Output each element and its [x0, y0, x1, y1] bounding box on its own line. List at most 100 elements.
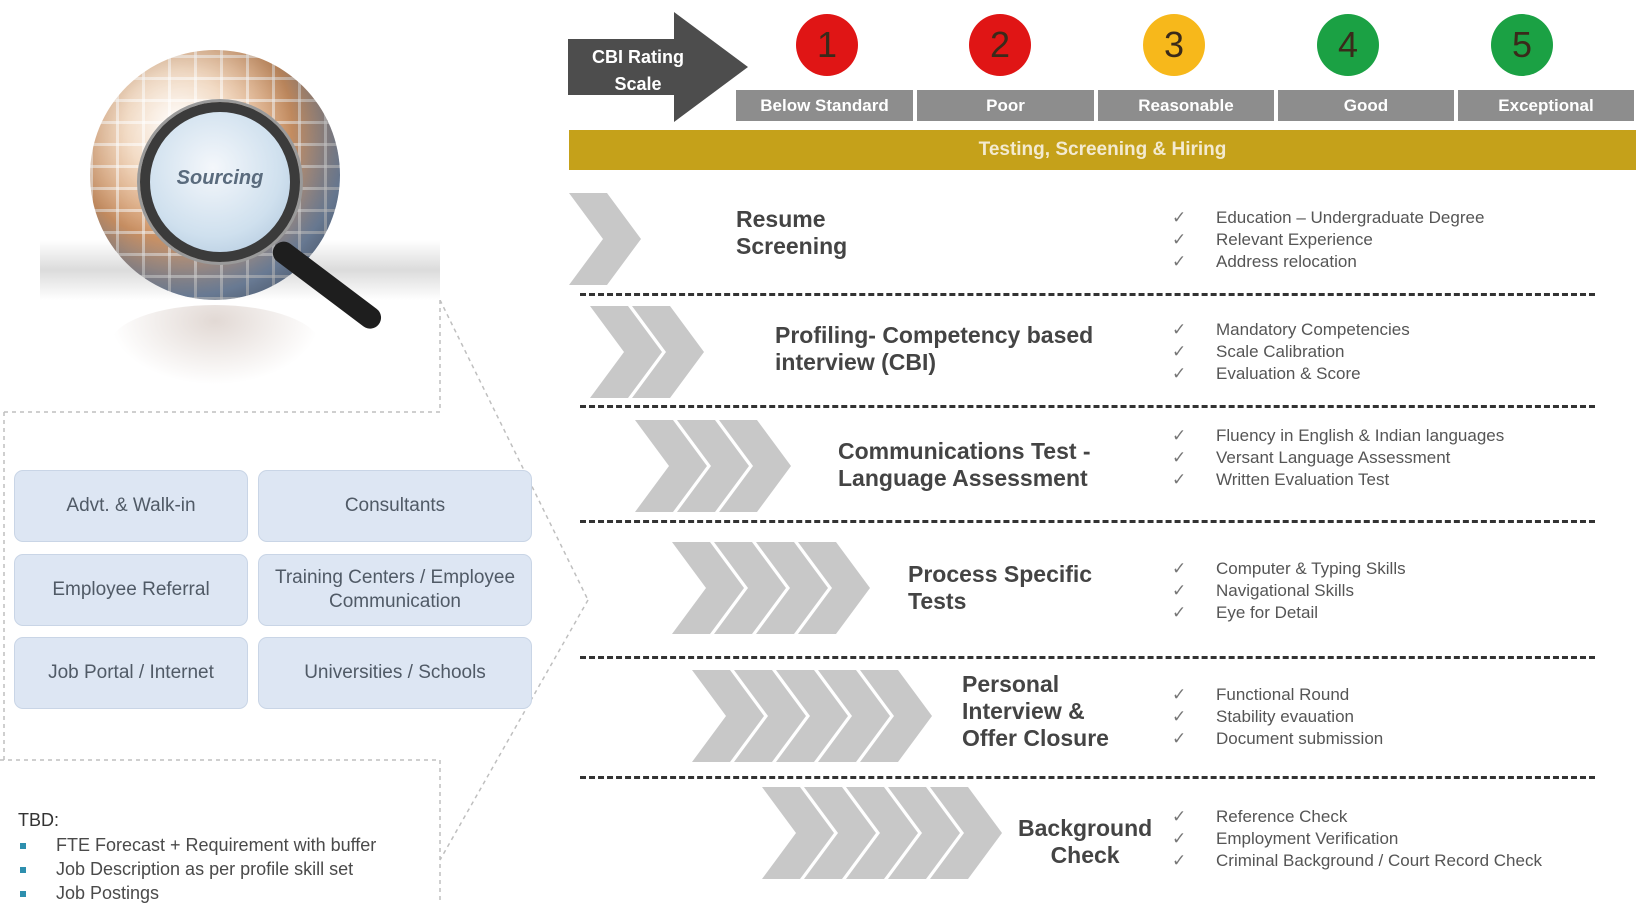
check-item: ✓Eye for Detail	[1172, 602, 1406, 624]
check-item-text: Written Evaluation Test	[1216, 470, 1390, 489]
check-item: ✓Reference Check	[1172, 806, 1542, 828]
step-divider	[580, 656, 1595, 659]
step-title-line: Check	[1050, 842, 1120, 868]
bullet-icon	[20, 843, 26, 850]
scale-arrow-icon	[568, 12, 748, 122]
funnel-outline	[0, 300, 589, 900]
step-title-personal-interview: Personal Interview & Offer Closure	[962, 671, 1109, 752]
rating-scale-label-line2: Scale	[614, 74, 662, 94]
check-item-text: Stability evauation	[1216, 707, 1354, 726]
source-job-portal: Job Portal / Internet	[14, 637, 248, 709]
sourcing-label: Sourcing	[176, 167, 264, 189]
check-item-text: Fluency in English & Indian languages	[1216, 426, 1505, 445]
step-checklist: ✓Education – Undergraduate Degree ✓Relev…	[1172, 207, 1484, 273]
step-title-line: Background	[1018, 815, 1153, 841]
step-title-line: Personal	[962, 671, 1060, 697]
chevron-group-icon	[762, 787, 1002, 879]
source-training-centers: Training Centers / Employee Communicatio…	[258, 554, 532, 626]
checkmark-icon: ✓	[1172, 252, 1187, 271]
step-checklist: ✓Computer & Typing Skills ✓ Navigational …	[1172, 558, 1406, 624]
check-item: ✓ Written Evaluation Test	[1172, 469, 1504, 491]
magnifier-icon: Sourcing	[140, 102, 300, 262]
chevron-group-icon	[635, 420, 791, 512]
rating-label-reasonable: Reasonable	[1098, 90, 1274, 121]
checkmark-icon: ✓	[1172, 364, 1187, 383]
step-checklist: ✓Mandatory Competencies ✓Scale Calibrati…	[1172, 319, 1410, 385]
check-item: ✓Education – Undergraduate Degree	[1172, 207, 1484, 229]
checkmark-icon: ✓	[1172, 426, 1187, 445]
step-checklist: ✓Reference Check ✓Employment Verificatio…	[1172, 806, 1542, 872]
step-title-line: Communications Test -	[838, 438, 1091, 464]
check-item-text: Navigational Skills	[1216, 581, 1354, 600]
step-title-line: Process Specific	[908, 561, 1093, 587]
source-employee-referral: Employee Referral	[14, 554, 248, 626]
check-item: ✓Scale Calibration	[1172, 341, 1410, 363]
check-item: ✓Relevant Experience	[1172, 229, 1484, 251]
rating-circle-4: 4	[1317, 14, 1379, 76]
bullet-icon	[20, 891, 26, 898]
checkmark-icon: ✓	[1172, 581, 1187, 600]
sourcing-graphic: Sourcing	[40, 40, 440, 385]
check-item: ✓ Stability evauation	[1172, 706, 1383, 728]
check-item-text: Evaluation & Score	[1216, 364, 1361, 383]
checkmark-icon: ✓	[1172, 208, 1187, 227]
step-title-line: Screening	[736, 233, 848, 259]
stage-banner: Testing, Screening & Hiring	[569, 130, 1636, 170]
checkmark-icon: ✓	[1172, 320, 1187, 339]
checkmark-icon: ✓	[1172, 685, 1187, 704]
step-title-line: Language Assessment	[838, 465, 1088, 491]
step-title-profiling-cbi: Profiling- Competency based interview (C…	[775, 322, 1093, 376]
step-title-line: Offer Closure	[962, 725, 1109, 751]
check-item: ✓ Functional Round	[1172, 684, 1383, 706]
chevron-group-icon	[692, 670, 932, 762]
checkmark-icon: ✓	[1172, 707, 1187, 726]
check-item-text: Document submission	[1216, 729, 1384, 748]
rating-circle-1: 1	[796, 14, 858, 76]
check-item: ✓ Evaluation & Score	[1172, 363, 1410, 385]
tbd-item: FTE Forecast + Requirement with buffer	[20, 835, 376, 856]
check-item-text: Versant Language Assessment	[1216, 448, 1451, 467]
check-item: ✓ Criminal Background / Court Record Chec…	[1172, 850, 1542, 872]
checkmark-icon: ✓	[1172, 559, 1187, 578]
rating-label-exceptional: Exceptional	[1458, 90, 1634, 121]
step-title-resume-screening: Resume Screening	[736, 206, 847, 260]
rating-circle-3: 3	[1143, 14, 1205, 76]
checkmark-icon: ✓	[1172, 230, 1187, 249]
check-item: ✓Computer & Typing Skills	[1172, 558, 1406, 580]
step-checklist: ✓ Fluency in English & Indian languages ✓…	[1172, 425, 1504, 491]
source-consultants: Consultants	[258, 470, 532, 542]
step-divider	[580, 293, 1595, 296]
check-item-text: Functional Round	[1216, 685, 1350, 704]
checkmark-icon: ✓	[1172, 851, 1187, 870]
check-item-text: Scale Calibration	[1216, 342, 1345, 361]
step-divider	[580, 405, 1595, 408]
chevron-group-icon	[672, 542, 870, 634]
step-title-line: interview (CBI)	[775, 349, 937, 375]
check-item: ✓ Document submission	[1172, 728, 1383, 750]
globe-reflection	[110, 305, 320, 385]
tbd-title: TBD:	[18, 810, 60, 830]
rating-circle-5: 5	[1491, 14, 1553, 76]
tbd-item: Job Description as per profile skill set	[20, 859, 353, 880]
check-item-text: Mandatory Competencies	[1216, 320, 1410, 339]
step-title-line: Tests	[908, 588, 967, 614]
checkmark-icon: ✓	[1172, 603, 1187, 622]
check-item-text: Criminal Background / Court Record Check	[1216, 851, 1542, 870]
bullet-icon	[20, 867, 26, 874]
chevron-group-icon	[569, 193, 641, 285]
step-divider	[580, 776, 1595, 779]
step-title-communications-test: Communications Test - Language Assessmen…	[838, 438, 1091, 492]
check-item: ✓ Versant Language Assessment	[1172, 447, 1504, 469]
checkmark-icon: ✓	[1172, 448, 1187, 467]
tbd-item-text: FTE Forecast + Requirement with buffer	[56, 835, 377, 855]
checkmark-icon: ✓	[1172, 470, 1187, 489]
check-item-text: Reference Check	[1216, 807, 1348, 826]
step-title-background-check: Background Check	[1018, 815, 1152, 869]
check-item: ✓ Navigational Skills	[1172, 580, 1406, 602]
rating-label-good: Good	[1278, 90, 1454, 121]
check-item: ✓Employment Verification	[1172, 828, 1542, 850]
rating-label-below-standard: Below Standard	[736, 90, 913, 121]
rating-label-poor: Poor	[917, 90, 1094, 121]
checkmark-icon: ✓	[1172, 729, 1187, 748]
source-universities: Universities / Schools	[258, 637, 532, 709]
